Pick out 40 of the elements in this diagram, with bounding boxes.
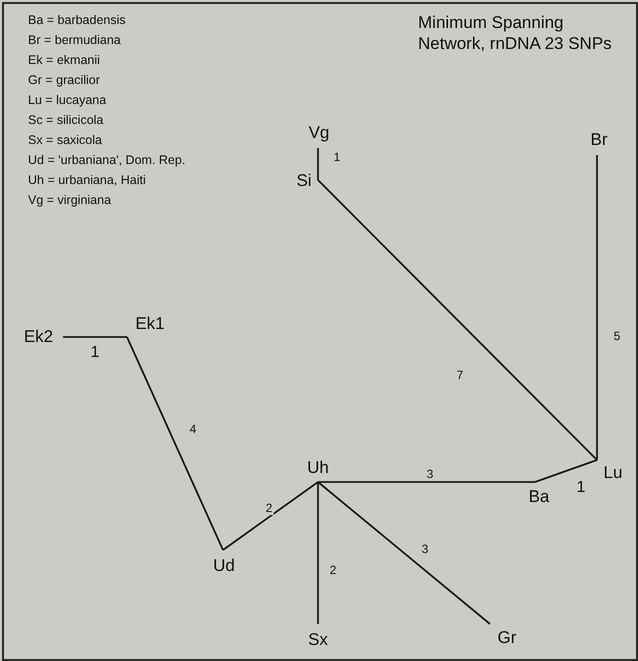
abbreviation-key-entry: Gr = gracilior: [28, 73, 101, 88]
edge-label: 2: [328, 563, 338, 577]
diagram-title: Minimum Spanning Network, rnDNA 23 SNPs: [418, 12, 613, 54]
network-branch: [534, 459, 598, 483]
network-branch: [317, 482, 319, 624]
node-label: Br: [590, 130, 608, 150]
node-label: Ba: [528, 487, 550, 507]
edge-label: 7: [456, 368, 464, 382]
edge-label: 2: [264, 501, 274, 515]
node-label: Gr: [498, 628, 516, 648]
edge-label: 1: [332, 150, 342, 164]
network-branch: [126, 336, 224, 550]
abbreviation-key-entry: Sx = saxicola: [28, 133, 103, 148]
abbreviation-key-entry: Vg = virginiana: [28, 193, 112, 208]
abbreviation-key-entry: Ba = barbadensis: [28, 13, 127, 28]
edge-label: 5: [612, 329, 622, 343]
abbreviation-key-entry: Br = bermudiana: [28, 33, 122, 48]
abbreviation-key-entry: Sc = silicicola: [28, 113, 104, 128]
edge-label: 4: [188, 422, 198, 436]
abbreviation-key-entry: Lu = lucayana: [28, 93, 108, 108]
node-label: Vg: [308, 122, 330, 142]
node-label: Ek2: [24, 327, 54, 347]
abbreviation-key-entry: Uh = urbaniana, Haiti: [28, 173, 147, 188]
network-branch: [317, 148, 319, 180]
abbreviation-key-entry: Ud = 'urbaniana', Dom. Rep.: [28, 153, 186, 168]
node-label: Uh: [307, 458, 329, 478]
network-branch: [317, 179, 598, 461]
network-branch: [63, 336, 127, 338]
network-branch: [596, 155, 598, 460]
node-label: Ud: [213, 556, 235, 576]
network-branch: [317, 481, 491, 625]
node-label: Si: [296, 171, 312, 191]
node-label: Lu: [604, 463, 622, 483]
network-branch: [318, 481, 535, 483]
network-branch: [222, 481, 319, 551]
node-label: Sx: [308, 630, 328, 650]
abbreviation-key-entry: Ek = ekmanii: [28, 53, 101, 68]
node-label: Ek1: [135, 314, 165, 334]
edge-label: 3: [426, 467, 434, 481]
edge-label: 3: [420, 542, 430, 556]
